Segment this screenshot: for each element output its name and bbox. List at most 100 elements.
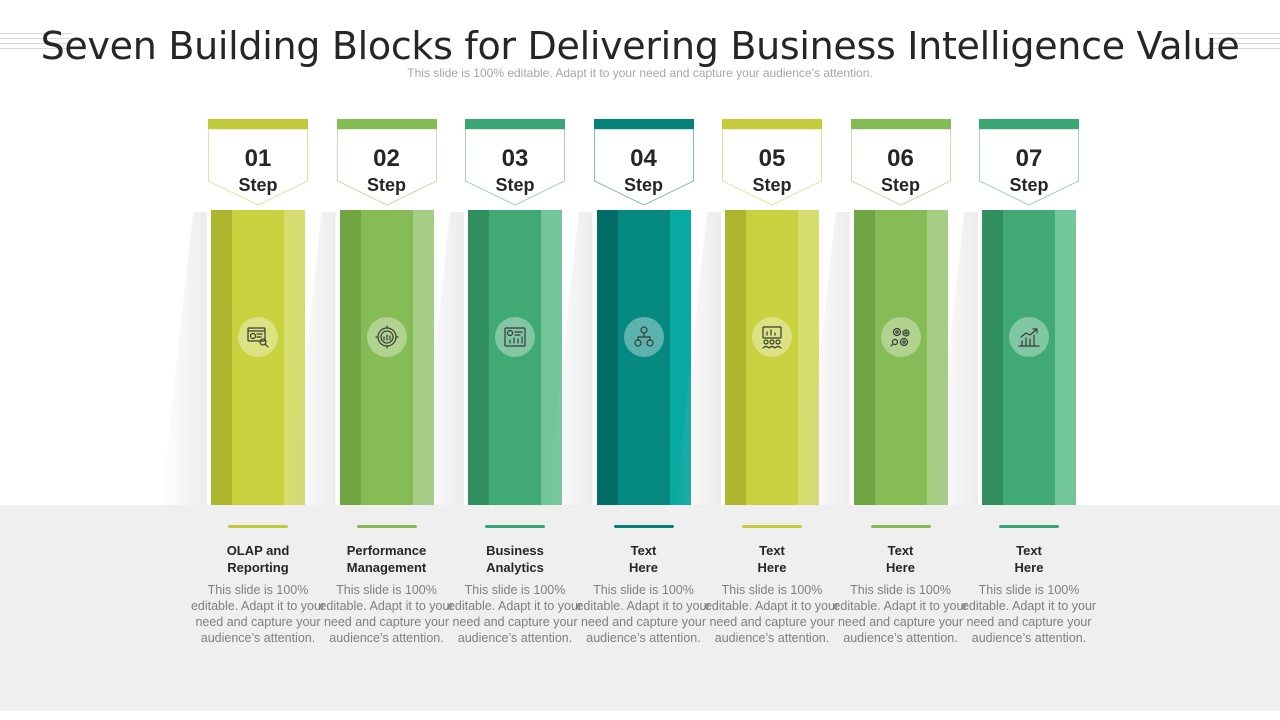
step-tab-shape <box>465 129 565 206</box>
pillar-shadow <box>161 212 207 505</box>
step-tab-body: 05 Step <box>722 129 822 207</box>
pillar-mid-segment <box>617 210 670 505</box>
step-pillar <box>725 210 819 505</box>
step-04: 04 Step Text Here This slide is 100% edi… <box>546 0 711 720</box>
step-pillar <box>211 210 305 505</box>
step-number: 06 <box>887 145 914 172</box>
step-tab-shape <box>722 129 822 206</box>
step-underline <box>228 525 288 528</box>
pillar-mid-segment <box>232 210 284 505</box>
step-description: This slide is 100% editable. Adapt it to… <box>704 583 840 645</box>
step-label: Step <box>880 175 920 195</box>
step-underline <box>870 525 931 528</box>
step-description: This slide is 100% editable. Adapt it to… <box>833 583 968 645</box>
step-name: Text Here <box>1014 543 1044 575</box>
step-tab: 04 Step <box>593 119 694 207</box>
step-underline <box>999 525 1059 528</box>
step-07: 07 Step Text Here This slide is 100% edi… <box>932 0 1096 720</box>
step-tab-body: 03 Step <box>465 129 565 207</box>
step-description: This slide is 100% editable. Adapt it to… <box>319 583 454 645</box>
step-underline <box>485 525 545 528</box>
gear-chart-icon <box>366 317 407 357</box>
slide-title: Seven Building Blocks for Delivering Bus… <box>40 24 1240 68</box>
step-03: 03 Step Business Analytics This slide is… <box>418 0 582 720</box>
pillar-dark-segment <box>468 210 489 505</box>
step-pillar <box>853 210 948 505</box>
step-tab-body: 02 Step <box>336 129 437 207</box>
step-tab: 07 Step <box>979 119 1079 207</box>
step-label: Step <box>623 175 663 195</box>
org-network-icon <box>623 317 664 357</box>
bottom-band <box>0 505 1280 711</box>
step-name: Text Here <box>629 543 658 575</box>
step-name: OLAP and Reporting <box>226 543 290 575</box>
step-tab-shape <box>979 129 1079 206</box>
step-name: Business Analytics <box>486 543 544 575</box>
slide-subtitle: This slide is 100% editable. Adapt it to… <box>407 66 873 80</box>
step-tab: 03 Step <box>465 119 565 207</box>
step-pillar <box>339 210 434 505</box>
pillar-dark-segment <box>211 210 232 505</box>
step-02: 02 Step Performance Management This slid… <box>289 0 454 720</box>
step-tab-shape <box>850 129 951 206</box>
step-05: 05 Step Text Here This slide is 100% edi… <box>675 0 839 720</box>
pillar-light-segment <box>926 210 948 505</box>
step-number: 01 <box>244 145 272 172</box>
step-description: This slide is 100% editable. Adapt it to… <box>447 583 583 645</box>
step-tab: 05 Step <box>722 119 822 207</box>
pillar-dark-segment <box>339 210 361 505</box>
pillar-light-segment <box>412 210 434 505</box>
pillar-light-segment <box>1055 210 1076 505</box>
step-label: Step <box>1009 175 1049 195</box>
pillar-dark-segment <box>853 210 875 505</box>
step-tab-bar <box>336 119 437 129</box>
decorative-lines-left <box>0 33 72 51</box>
step-tab-bar <box>593 119 694 129</box>
step-tab: 06 Step <box>850 119 951 207</box>
step-name: Text Here <box>757 543 787 575</box>
step-description: This slide is 100% editable. Adapt it to… <box>576 583 711 645</box>
pillar-mid-segment <box>489 210 541 505</box>
step-underline <box>613 525 674 528</box>
step-tab-body: 07 Step <box>979 129 1079 207</box>
step-label: Step <box>366 175 406 195</box>
step-tab-shape <box>593 129 694 206</box>
step-number: 04 <box>630 145 657 172</box>
dashboard-analytics-icon <box>495 317 535 357</box>
step-name: Text Here <box>886 543 915 575</box>
step-tab: 02 Step <box>336 119 437 207</box>
step-tab-shape <box>208 129 308 206</box>
report-magnifier-icon <box>238 317 278 357</box>
step-underline <box>742 525 802 528</box>
step-tab-body: 01 Step <box>208 129 308 207</box>
pillar-mid-segment <box>746 210 798 505</box>
step-number: 05 <box>758 145 786 172</box>
step-number: 03 <box>501 145 529 172</box>
step-tab-shape <box>336 129 437 206</box>
pillar-mid-segment <box>1003 210 1055 505</box>
pillar-dark-segment <box>982 210 1003 505</box>
pillar-light-segment <box>284 210 305 505</box>
step-pillar <box>982 210 1076 505</box>
step-label: Step <box>495 175 535 195</box>
step-label: Step <box>752 175 792 195</box>
step-tab-bar <box>722 119 822 129</box>
step-06: 06 Step Text Here This slide is 100% edi… <box>803 0 968 720</box>
step-label: Step <box>238 175 278 195</box>
pillar-light-segment <box>669 210 691 505</box>
step-tab-bar <box>208 119 308 129</box>
step-pillar <box>468 210 562 505</box>
step-description: This slide is 100% editable. Adapt it to… <box>961 583 1097 645</box>
pillar-mid-segment <box>360 210 413 505</box>
pillar-dark-segment <box>596 210 618 505</box>
step-tab-bar <box>850 119 951 129</box>
step-number: 02 <box>373 145 400 172</box>
growth-chart-icon <box>1009 317 1049 357</box>
decorative-lines-right <box>1208 33 1280 51</box>
step-number: 07 <box>1015 145 1043 172</box>
step-tab: 01 Step <box>208 119 308 207</box>
step-description: This slide is 100% editable. Adapt it to… <box>190 583 326 645</box>
presentation-team-icon <box>752 317 792 357</box>
step-underline <box>356 525 417 528</box>
pillar-light-segment <box>541 210 562 505</box>
